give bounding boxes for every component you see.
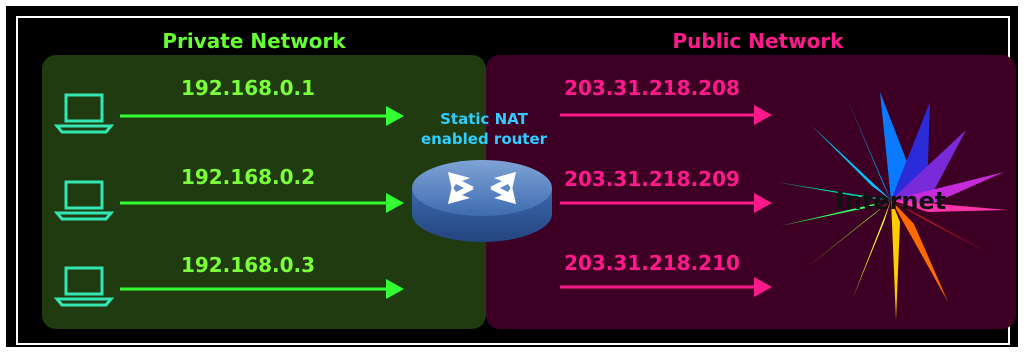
laptop-icon <box>53 93 115 134</box>
public-arrow <box>560 277 772 297</box>
public-network-title: Public Network <box>673 29 845 53</box>
public-arrow <box>560 105 772 125</box>
private-network-title: Private Network <box>162 29 346 53</box>
laptop-icon <box>53 266 115 307</box>
private-ip-label: 192.168.0.1 <box>181 76 315 100</box>
private-ip-label: 192.168.0.2 <box>181 165 315 189</box>
private-network-panel <box>42 55 486 329</box>
laptop-icon <box>53 180 115 221</box>
public-ip-label: 203.31.218.208 <box>564 76 740 100</box>
router-label-line1: Static NAT <box>440 110 529 128</box>
router-icon <box>412 160 552 242</box>
private-arrow <box>120 193 404 213</box>
starburst-icon <box>776 92 1008 320</box>
private-arrow <box>120 279 404 299</box>
internet-label: Internet <box>836 187 946 215</box>
public-arrow <box>560 193 772 213</box>
public-ip-label: 203.31.218.209 <box>564 167 740 191</box>
private-arrow <box>120 106 404 126</box>
private-ip-label: 192.168.0.3 <box>181 253 315 277</box>
router-label-line2: enabled router <box>421 130 548 148</box>
public-ip-label: 203.31.218.210 <box>564 251 740 275</box>
